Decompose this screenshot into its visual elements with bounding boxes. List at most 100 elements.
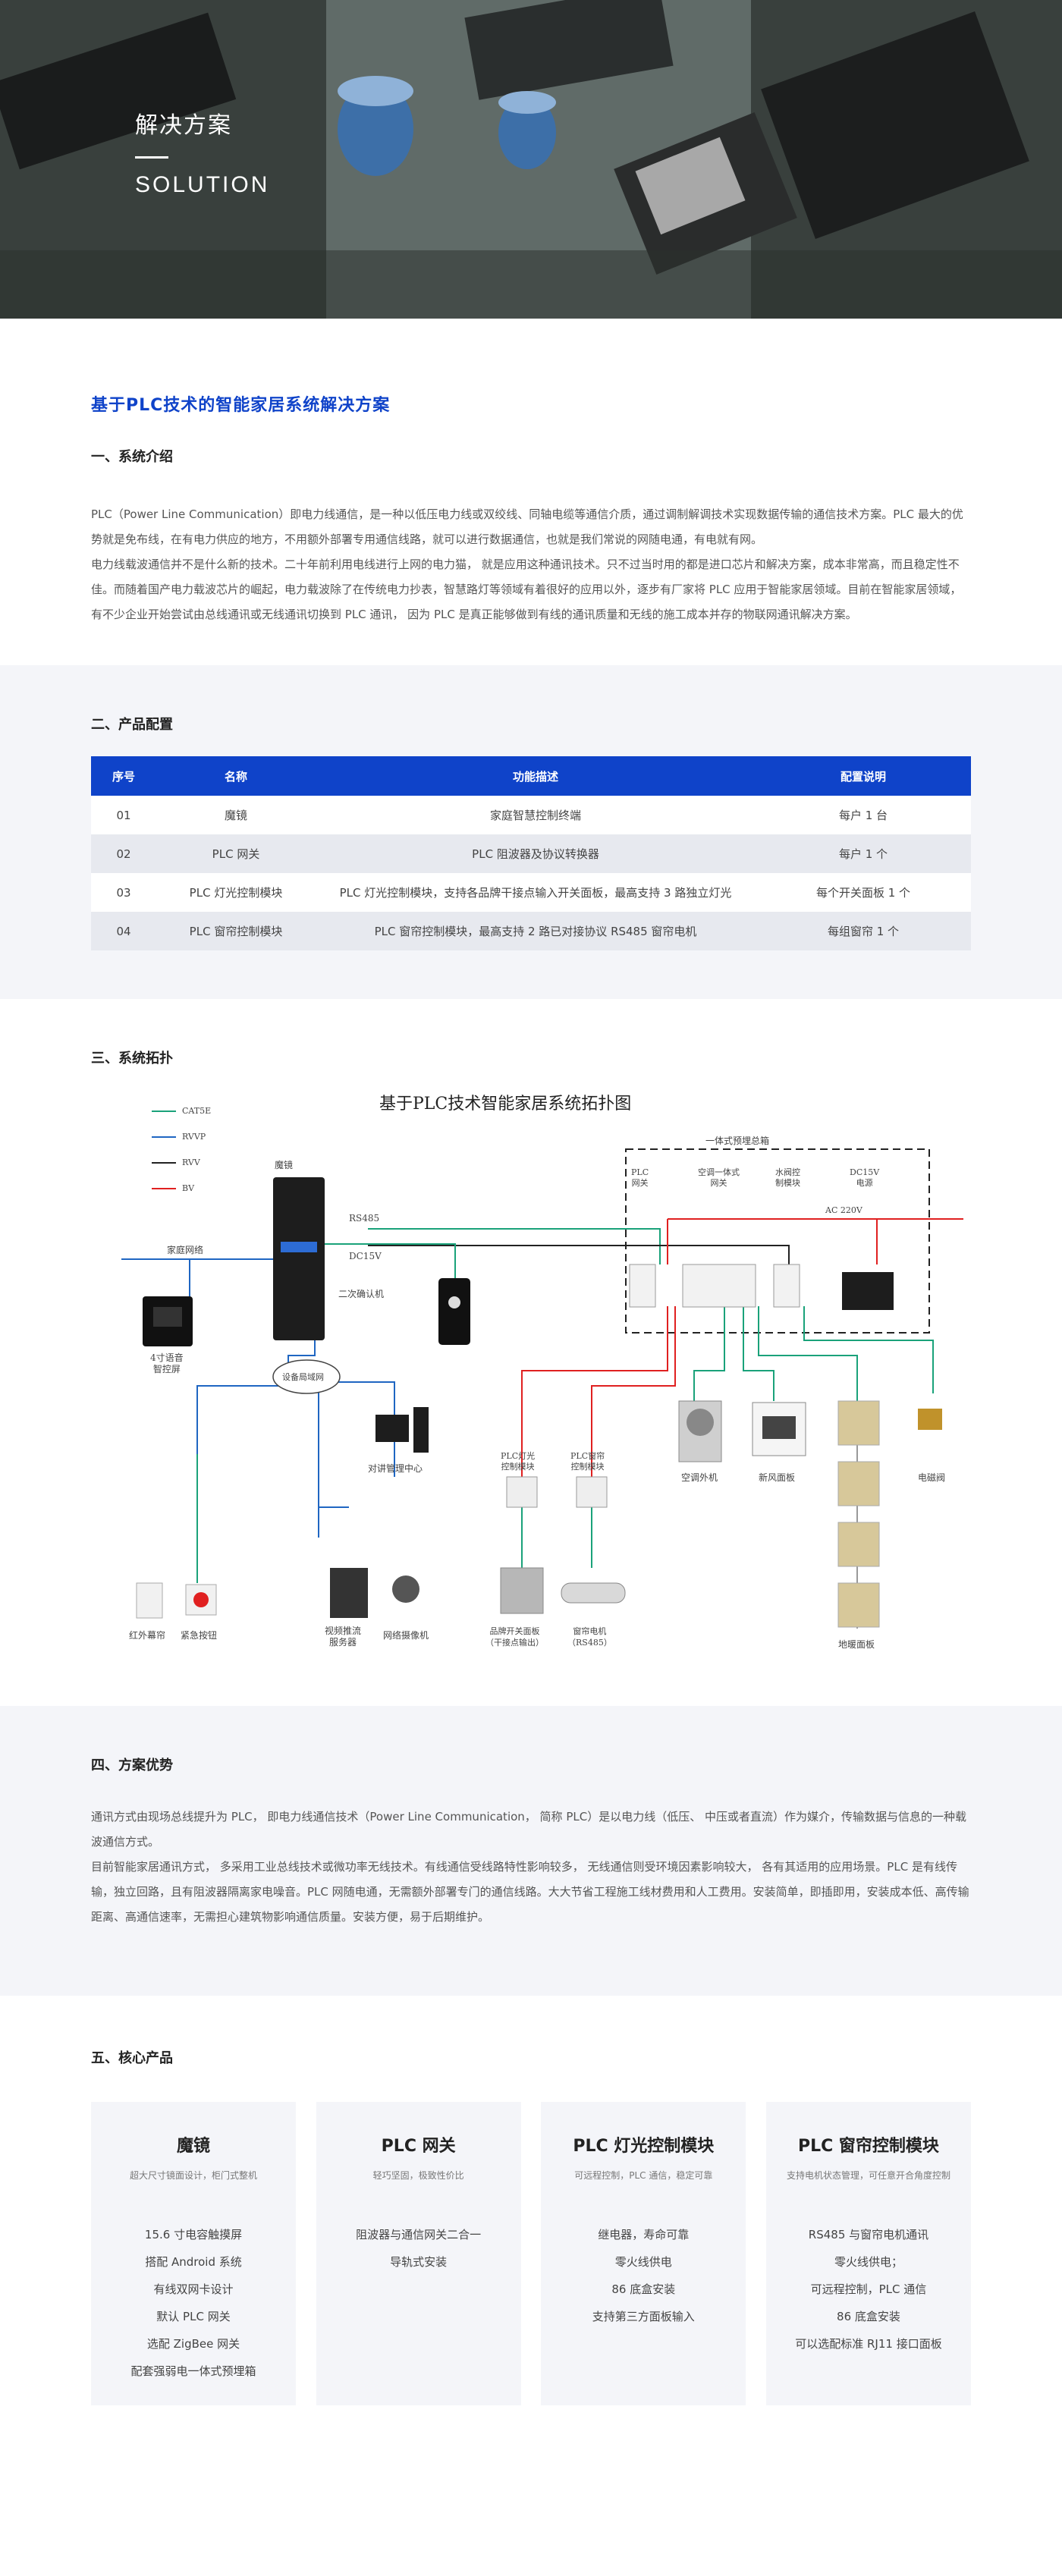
card-feature: 支持第三方面板输入: [592, 2310, 695, 2323]
circuit-board-illustration: [0, 0, 1062, 319]
section-intro: 基于PLC技术的智能家居系统解决方案 一、系统介绍 PLC（Power Line…: [0, 319, 1062, 665]
col-header-index: 序号: [91, 756, 156, 796]
label-home-net: 家庭网络: [167, 1245, 204, 1255]
product-cards: 魔镜 超大尺寸镜面设计，柜门式整机 15.6 寸电容触摸屏 搭配 Android…: [91, 2102, 971, 2405]
config-table: 序号 名称 功能描述 配置说明 01 魔镜 家庭智慧控制终端 每户 1 台 02…: [91, 756, 971, 950]
wire-lan-nvr: [288, 1389, 349, 1508]
card-features: 15.6 寸电容触摸屏 搭配 Android 系统 有线双网卡设计 默认 PLC…: [91, 2221, 296, 2385]
label-psu: DC15V 电源: [850, 1167, 880, 1188]
card-feature: 选配 ZigBee 网关: [146, 2337, 240, 2351]
dc-psu-device: [842, 1272, 894, 1310]
cell-index: 04: [91, 912, 156, 950]
topology-diagram: 基于PLC技术智能家居系统拓扑图 CAT5E RVVP RVV BV 魔镜 RS…: [91, 1082, 971, 1704]
section-heading-advantage: 四、方案优势: [91, 1758, 173, 1773]
floor-heat-panel-3: [837, 1522, 880, 1567]
card-feature: 继电器，寿命可靠: [598, 2228, 690, 2241]
card-title: PLC 网关: [381, 2137, 456, 2156]
product-card-plc-curtain: PLC 窗帘控制模块 支持电机状态管理，可任意开合角度控制 RS485 与窗帘电…: [765, 2102, 971, 2405]
cell-index: 03: [91, 873, 156, 912]
hero-text: 解决方案 SOLUTION: [135, 106, 269, 198]
label-lan: 设备局域网: [282, 1372, 324, 1382]
section-heading-intro: 一、系统介绍: [91, 449, 173, 465]
legend-label-bv: BV: [182, 1183, 195, 1193]
label-ac-unit: 空调外机: [681, 1472, 718, 1483]
table-row: 03 PLC 灯光控制模块 PLC 灯光控制模块，支持各品牌干接点输入开关面板，…: [91, 873, 971, 912]
section-heading-core: 五、核心产品: [91, 2050, 173, 2066]
section-advantage: 四、方案优势 通讯方式由现场总线提升为 PLC， 即电力线通信技术（Power …: [0, 1706, 1062, 1996]
pir-sensor: [136, 1582, 163, 1619]
label-door: 二次确认机: [338, 1289, 385, 1299]
plc-curtain-module-device: [576, 1476, 608, 1508]
cell-name: 魔镜: [156, 796, 316, 834]
card-features: RS485 与窗帘电机通讯 零火线供电； 可远程控制，PLC 通信 86 底盒安…: [766, 2221, 971, 2358]
product-card-plc-gateway: PLC 网关 轻巧坚固，极致性价比 阻波器与通信网关二合一 导轨式安装: [316, 2102, 521, 2405]
cell-function: 家庭智慧控制终端: [316, 796, 756, 834]
card-feature: 可以选配标准 RJ11 接口面板: [795, 2337, 942, 2351]
col-header-function: 功能描述: [316, 756, 756, 796]
table-row: 01 魔镜 家庭智慧控制终端 每户 1 台: [91, 796, 971, 834]
water-valve-module: [773, 1264, 800, 1308]
card-feature: 导轨式安装: [390, 2255, 448, 2269]
label-voice-panel: 4寸语音 智控屏: [150, 1352, 184, 1374]
table-row: 02 PLC 网关 PLC 阻波器及协议转换器 每户 1 个: [91, 834, 971, 873]
door-station-device: [438, 1278, 470, 1345]
legend-label-rvvp: RVVP: [182, 1132, 206, 1142]
wire-ac-unit: [693, 1306, 725, 1401]
label-sos: 紧急按钮: [181, 1630, 218, 1641]
card-subtitle: 支持电机状态管理，可任意开合角度控制: [786, 2170, 950, 2181]
cell-name: PLC 窗帘控制模块: [156, 912, 316, 950]
cell-index: 01: [91, 796, 156, 834]
advantage-paragraph-2: 目前智能家居通讯方式， 多采用工业总线技术或微功率无线技术。有线通信受线路特性影…: [91, 1860, 969, 1924]
embedded-box-frame: [625, 1148, 930, 1334]
hero-title-en: SOLUTION: [135, 172, 270, 197]
ip-camera: [392, 1575, 419, 1603]
advantage-paragraph-1: 通讯方式由现场总线提升为 PLC， 即电力线通信技术（Power Line Co…: [91, 1810, 966, 1849]
intro-paragraph-1: PLC（Power Line Communication）即电力线通信，是一种以…: [91, 507, 963, 546]
solenoid-valve: [918, 1409, 942, 1430]
page-title: 基于PLC技术的智能家居系统解决方案: [91, 396, 391, 415]
hero-banner: 解决方案 SOLUTION: [0, 0, 1062, 319]
col-header-name: 名称: [156, 756, 316, 796]
nvr-server: [330, 1568, 368, 1618]
card-feature: 86 底盒安装: [837, 2310, 900, 2323]
section-topology: 三、系统拓扑: [0, 999, 1062, 1706]
label-switch-panel: 品牌开关面板 （干接点输出）: [485, 1626, 544, 1648]
wire-fresh-air: [743, 1306, 775, 1401]
legend-label-rvv: RVV: [182, 1158, 200, 1167]
card-feature: 86 底盒安装: [611, 2282, 676, 2296]
label-water-module: 水阀控 制模块: [775, 1167, 800, 1188]
label-rs485: RS485: [349, 1213, 380, 1224]
wire-dc15v: [368, 1245, 790, 1272]
card-feature: 可远程控制，PLC 通信: [810, 2282, 927, 2296]
label-ac-gateway: 空调一体式 网关: [698, 1167, 740, 1188]
table-header-row: 序号 名称 功能描述 配置说明: [91, 756, 971, 796]
wire-curtain-ac: [591, 1306, 676, 1492]
label-fresh-air: 新风面板: [759, 1472, 796, 1483]
card-subtitle: 可远程控制，PLC 通信，稳定可靠: [574, 2170, 713, 2181]
label-plc-gateway: PLC 网关: [631, 1167, 649, 1188]
wire-floor-heat: [758, 1306, 858, 1401]
label-curtain-motor: 窗帘电机 （RS485）: [567, 1626, 612, 1648]
wire-valve: [803, 1306, 934, 1393]
floor-heat-panel-1: [837, 1400, 880, 1446]
label-curtain-module: PLC窗帘 控制模块: [570, 1451, 605, 1472]
floor-heat-panel-4: [837, 1582, 880, 1628]
floor-heat-panel-2: [837, 1461, 880, 1506]
card-feature: 阻波器与通信网关二合一: [356, 2228, 482, 2241]
card-feature: 15.6 寸电容触摸屏: [144, 2228, 243, 2241]
brand-switch-panel: [500, 1567, 544, 1614]
topology-wires: [121, 1111, 963, 1629]
card-feature: 零火线供电: [614, 2255, 672, 2269]
product-card-mirror: 魔镜 超大尺寸镜面设计，柜门式整机 15.6 寸电容触摸屏 搭配 Android…: [91, 2102, 296, 2405]
card-features: 继电器，寿命可靠 零火线供电 86 底盒安装 支持第三方面板输入: [541, 2221, 746, 2330]
plc-light-module-device: [506, 1476, 538, 1508]
section-heading-topology: 三、系统拓扑: [91, 1051, 173, 1067]
cell-name: PLC 网关: [156, 834, 316, 873]
lan-cloud: [272, 1359, 341, 1394]
wire-door: [303, 1243, 456, 1281]
hero-title-cn: 解决方案: [135, 112, 232, 139]
cell-name: PLC 灯光控制模块: [156, 873, 316, 912]
legend-label-cat5e: CAT5E: [182, 1106, 212, 1116]
wire-light-ac: [521, 1306, 668, 1492]
label-mirror: 魔镜: [275, 1160, 294, 1170]
